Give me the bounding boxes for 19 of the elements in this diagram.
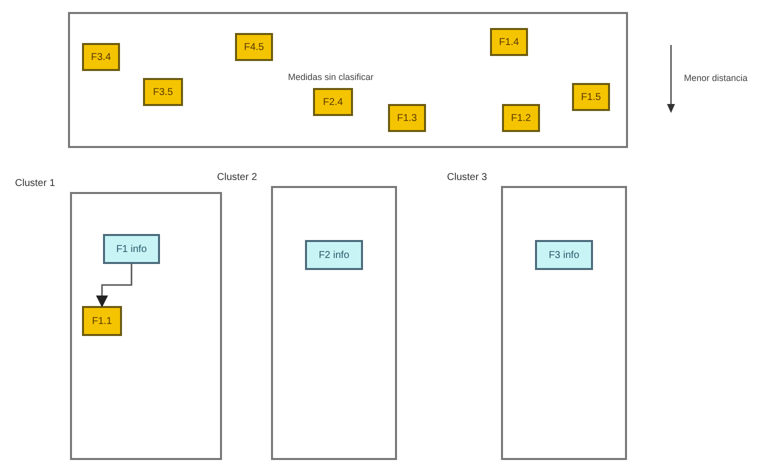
centroid-box: F1 info <box>103 234 160 264</box>
centroid-box: F2 info <box>305 240 363 270</box>
direction-label: Menor distancia <box>684 73 748 83</box>
measurement-box: F4.5 <box>235 33 273 61</box>
cluster-label: Cluster 2 <box>217 172 258 183</box>
measurement-box: F3.4 <box>82 43 120 71</box>
centroid-box: F3 info <box>535 240 593 270</box>
group-label: Medidas sin clasificar <box>288 72 374 82</box>
measurement-box: F2.4 <box>313 88 353 116</box>
measurement-box: F1.5 <box>572 83 610 111</box>
connector-arrow <box>96 264 132 308</box>
group-frame <box>68 12 628 148</box>
cluster-label: Cluster 3 <box>447 172 488 183</box>
measurement-box: F1.3 <box>388 104 426 132</box>
measurement-box: F1.4 <box>490 28 528 56</box>
measurement-box: F3.5 <box>143 78 183 106</box>
cluster-label: Cluster 1 <box>15 178 56 189</box>
measurement-box: F1.1 <box>82 306 122 336</box>
measurement-box: F1.2 <box>502 104 540 132</box>
